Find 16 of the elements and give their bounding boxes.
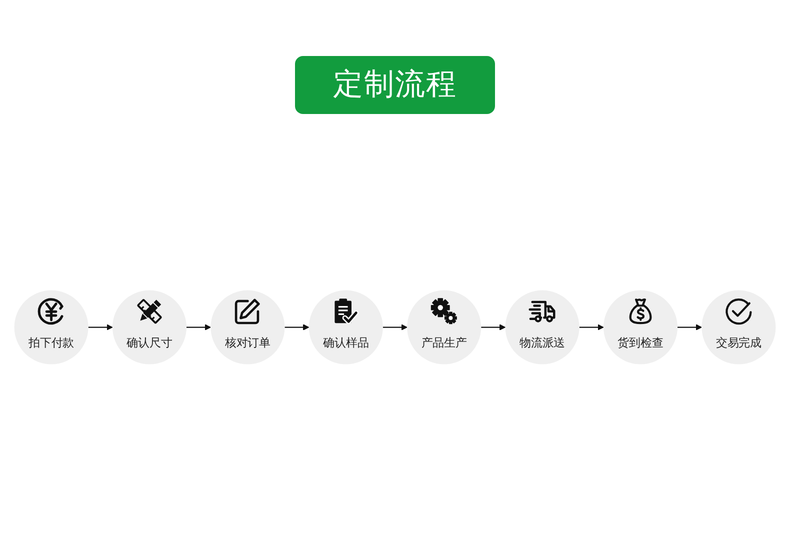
- step-label: 产品生产: [421, 334, 467, 351]
- step-label: 物流派送: [520, 334, 566, 351]
- step-label: 核对订单: [224, 334, 270, 351]
- arrow: [88, 324, 113, 330]
- arrow: [678, 324, 702, 330]
- step-label: 货到检查: [618, 334, 664, 351]
- step-label: 确认样品: [323, 334, 369, 351]
- arrow: [481, 324, 506, 330]
- arrow: [382, 324, 408, 330]
- arrow: [186, 324, 211, 330]
- title: 定制流程: [295, 56, 495, 114]
- step-label: 交易完成: [716, 334, 762, 351]
- step-label: 确认尺寸: [126, 334, 172, 351]
- arrow: [284, 324, 310, 330]
- step-label: 拍下付款: [28, 334, 74, 351]
- arrow: [579, 324, 604, 330]
